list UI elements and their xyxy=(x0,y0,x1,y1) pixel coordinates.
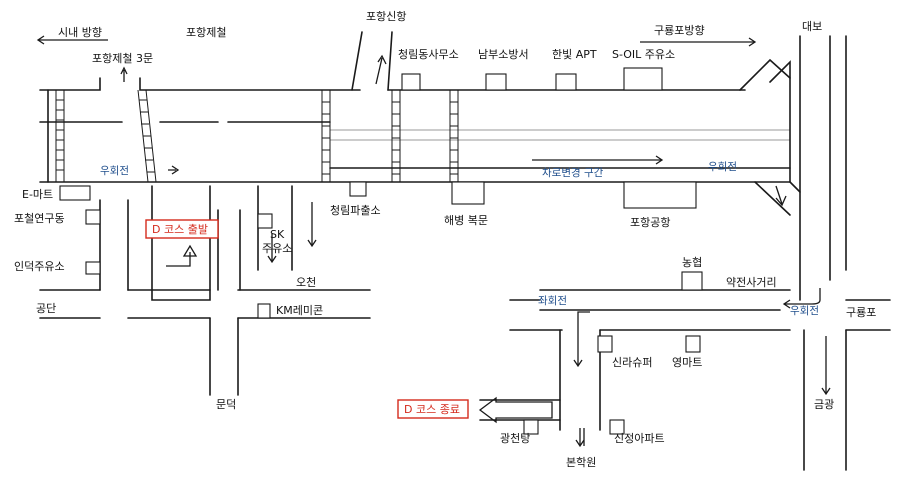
label-posco-gate3: 포항제철 3문 xyxy=(92,52,153,65)
label-geumgwang: 금광 xyxy=(814,398,834,411)
label-uturn-top-left: 우회전 xyxy=(100,165,129,177)
label-daebo: 대보 xyxy=(802,20,822,33)
label-city-direction: 시내 방향 xyxy=(58,26,102,39)
label-sinjeong-apt: 신정아파트 xyxy=(614,432,665,445)
label-yakjeon: 약전사거리 xyxy=(726,275,777,289)
label-mundeok: 문덕 xyxy=(216,398,236,411)
label-posco: 포항제철 xyxy=(186,26,226,39)
label-hanbit-apt: 한빛 APT xyxy=(552,48,597,61)
crosswalks xyxy=(55,89,459,183)
d-course-start-box xyxy=(145,219,219,239)
label-gwangcheon: 광천탕 xyxy=(500,431,530,445)
label-young-mart: 영마트 xyxy=(672,356,702,369)
label-shilla-super: 신라슈퍼 xyxy=(612,356,652,369)
label-marine-hq: 해병 복문 xyxy=(444,213,488,227)
left-roads xyxy=(39,89,371,396)
label-pohang-newport: 포항신항 xyxy=(366,10,406,23)
label-guryongpo-direction: 구룡포방향 xyxy=(654,24,705,37)
label-d-start: D 코스 출발 xyxy=(152,223,208,236)
buildings xyxy=(59,67,703,435)
label-bonhagwon: 본학원 xyxy=(566,456,596,469)
label-uturn-top-right: 우회전 xyxy=(708,161,737,173)
d-course-end-box xyxy=(397,399,469,419)
label-gongdan: 공단 xyxy=(36,302,56,315)
label-d-end: D 코스 종료 xyxy=(404,403,460,416)
label-sk-station: 주유소 xyxy=(262,242,292,255)
label-ocheon: 오천 xyxy=(296,275,316,289)
label-cheongrim-police: 청림파출소 xyxy=(330,204,381,217)
label-left-turn: 좌회전 xyxy=(538,295,567,307)
label-indeok-station: 인덕주유소 xyxy=(14,260,65,273)
label-cheongrim-office: 청림동사무소 xyxy=(398,48,459,61)
label-km-remicon: KM레미콘 xyxy=(276,304,323,317)
label-posco-research: 포철연구동 xyxy=(14,212,65,225)
label-sk: SK xyxy=(270,228,285,241)
direction-arrows xyxy=(36,35,831,448)
label-right-turn-bottom: 우회전 xyxy=(790,305,819,317)
label-lane-change: 차로변경 구간 xyxy=(542,166,604,179)
label-nonghyup: 농협 xyxy=(682,256,702,269)
newport-road xyxy=(351,31,393,91)
label-pohang-airport: 포항공항 xyxy=(630,216,670,229)
label-soil-station: S-OIL 주유소 xyxy=(612,48,675,61)
label-guryongpo: 구룡포 xyxy=(846,306,876,319)
label-nambu-fire: 남부소방서 xyxy=(478,48,529,61)
label-emart: E-마트 xyxy=(22,188,53,201)
